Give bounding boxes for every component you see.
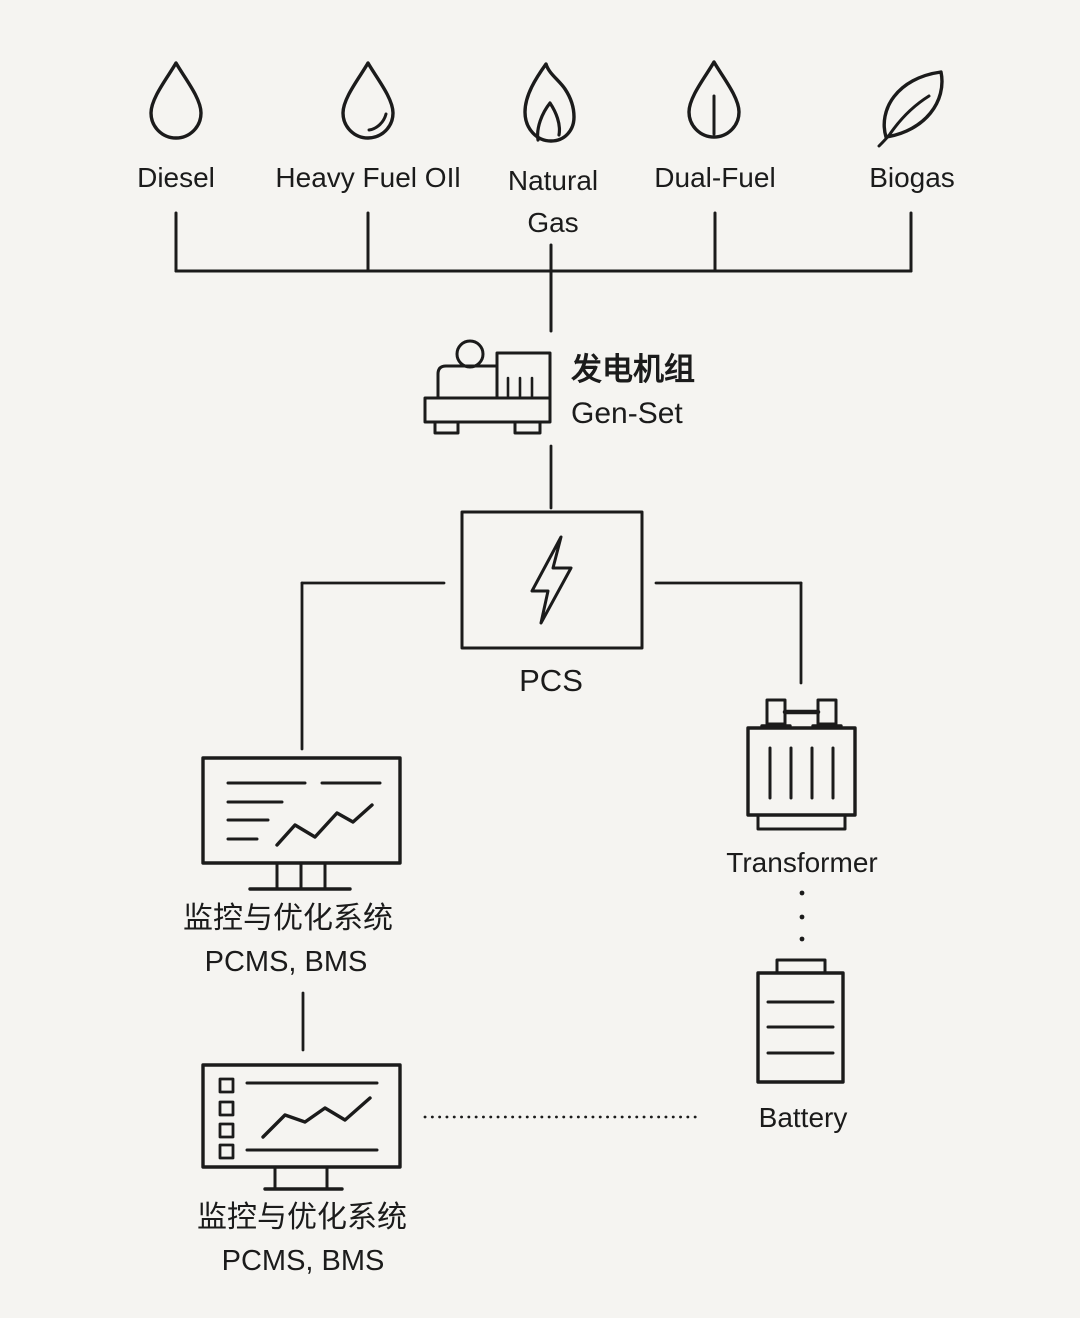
lightning-bolt-icon (530, 535, 573, 625)
fuel-label-diesel: Diesel (137, 162, 215, 193)
fuel-label-biogas: Biogas (869, 162, 955, 193)
biogas-leaf-icon (877, 70, 944, 148)
dual-fuel-droplet-icon (687, 60, 741, 139)
heavy-fuel-oil-droplet-icon (341, 61, 395, 140)
transformer-icon (746, 698, 857, 831)
pcs-label: PCS (519, 663, 583, 698)
battery-label: Battery (758, 1102, 848, 1133)
generator-icon (423, 339, 552, 435)
fuel-label-dual-fuel: Dual-Fuel (654, 162, 776, 193)
genset-label-zh: 发电机组 (571, 352, 695, 387)
monitor-chart-icon (201, 756, 402, 891)
monitor-checklist-chart-icon (201, 1063, 402, 1191)
genset-label-en: Gen-Set (571, 397, 683, 430)
pcs-to-monitor-connector (300, 581, 446, 751)
fuel-label-heavy-fuel-oil: Heavy Fuel OIl (275, 162, 461, 193)
natural-gas-flame-icon (523, 62, 576, 143)
monitoring-upper-label-en: PCMS, BMS (204, 946, 368, 978)
monitoring-upper-label-zh: 监控与优化系统 (183, 902, 393, 935)
pcs-to-transformer-connector (654, 581, 803, 685)
transformer-label: Transformer (726, 847, 878, 878)
fuel-bus-lines (174, 211, 913, 333)
pcs-box (460, 510, 644, 650)
monitoring-lower-label-zh: 监控与优化系统 (197, 1201, 407, 1234)
diesel-droplet-icon (149, 61, 203, 140)
monitoring-lower-label-en: PCMS, BMS (221, 1245, 385, 1277)
fuel-label-natural-gas: Natural Gas (507, 165, 599, 238)
transformer-to-battery-dotted-line (799, 890, 805, 942)
battery-icon (756, 958, 845, 1084)
